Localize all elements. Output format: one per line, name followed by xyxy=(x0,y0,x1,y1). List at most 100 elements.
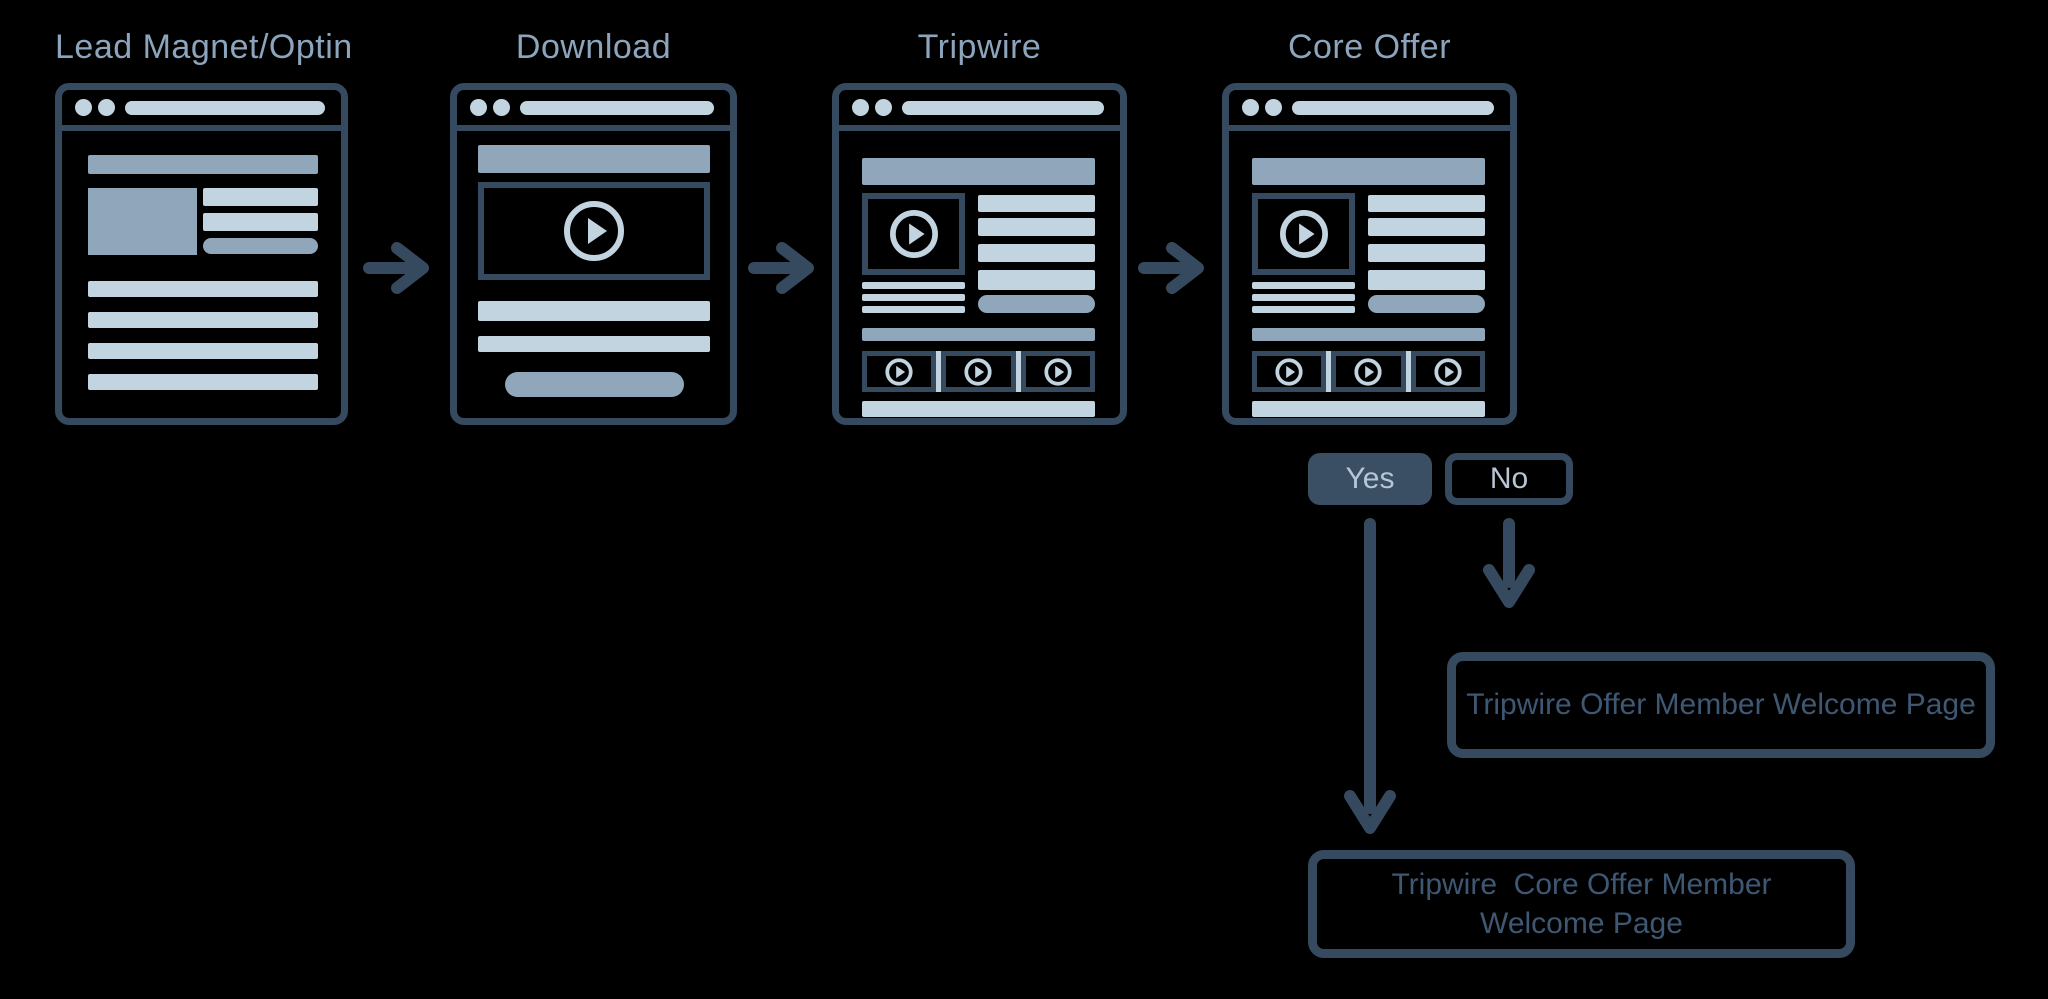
browser-titlebar xyxy=(62,90,341,131)
window-dot xyxy=(98,99,115,116)
section-bar-placeholder xyxy=(862,328,1095,341)
text-line-placeholder xyxy=(1252,401,1485,417)
stage-title-core-offer: Core Offer xyxy=(1287,28,1452,66)
window-dot xyxy=(852,99,869,116)
offer-text-column xyxy=(1368,193,1485,318)
video-column xyxy=(1252,193,1355,318)
text-line-placeholder xyxy=(1368,244,1485,262)
stage-title-lead-magnet-optin: Lead Magnet/Optin xyxy=(55,28,353,66)
text-line-placeholder xyxy=(478,336,710,352)
text-line-placeholder xyxy=(978,270,1095,290)
text-line-placeholder xyxy=(1368,218,1485,236)
play-icon xyxy=(1044,357,1072,386)
play-icon xyxy=(564,201,624,261)
optin-form-column xyxy=(203,188,318,255)
play-icon xyxy=(889,210,938,258)
text-line-placeholder xyxy=(978,244,1095,262)
arrow-down-icon xyxy=(1344,518,1396,834)
browser-window-mockup xyxy=(55,83,348,425)
outcome-label-line2: Welcome Page xyxy=(1480,907,1683,940)
browser-titlebar xyxy=(839,90,1120,131)
video-column xyxy=(862,193,965,318)
window-dot xyxy=(875,99,892,116)
window-dot xyxy=(1265,99,1282,116)
text-line-placeholder xyxy=(1252,282,1355,289)
play-icon xyxy=(1354,357,1383,386)
text-line-placeholder xyxy=(862,306,965,313)
video-thumbnail-strip xyxy=(1252,351,1485,392)
video-thumbnail-placeholder xyxy=(1252,351,1327,392)
text-line-placeholder xyxy=(1368,195,1485,212)
text-line-placeholder xyxy=(1252,294,1355,301)
text-line-placeholder xyxy=(978,195,1095,212)
browser-titlebar xyxy=(1229,90,1510,131)
stage-lead-magnet-optin: Lead Magnet/Optin xyxy=(55,27,353,425)
outcome-box-tripwire-offer: Tripwire Offer Member Welcome Page xyxy=(1447,652,1995,758)
video-thumbnail-placeholder xyxy=(1331,351,1406,392)
core-offer-page-wireframe xyxy=(1229,131,1510,417)
url-bar-placeholder xyxy=(1292,100,1494,115)
no-button: No xyxy=(1445,453,1573,505)
outcome-label-line1: Tripwire Core Offer Member xyxy=(1391,868,1772,901)
section-bar-placeholder xyxy=(1252,328,1485,341)
image-placeholder xyxy=(88,188,197,255)
cta-button-placeholder xyxy=(1368,295,1485,313)
text-line-placeholder xyxy=(862,401,1095,417)
yes-button-label: Yes xyxy=(1345,462,1395,495)
page-header-placeholder xyxy=(1252,158,1485,185)
video-player-placeholder xyxy=(478,182,710,280)
play-icon xyxy=(1279,210,1328,258)
text-line-placeholder xyxy=(88,343,318,359)
video-thumbnail-placeholder xyxy=(862,351,937,392)
play-icon xyxy=(885,357,913,386)
arrow-right-icon xyxy=(1138,242,1204,294)
outcome-box-tripwire-core-offer: Tripwire Core Offer Member Welcome Page xyxy=(1308,850,1855,958)
browser-window-mockup xyxy=(832,83,1127,425)
window-dot xyxy=(1242,99,1259,116)
cta-button-placeholder xyxy=(203,238,318,254)
window-dot xyxy=(75,99,92,116)
stage-core-offer: Core Offer xyxy=(1222,27,1517,425)
no-button-label: No xyxy=(1489,462,1529,495)
optin-page-wireframe xyxy=(62,131,341,390)
text-line-placeholder xyxy=(88,281,318,297)
stage-title-tripwire: Tripwire xyxy=(917,28,1042,66)
yes-button: Yes xyxy=(1308,453,1432,505)
stage-tripwire: Tripwire xyxy=(832,27,1127,425)
text-line-placeholder xyxy=(478,301,710,321)
cta-button-placeholder xyxy=(504,372,684,397)
offer-text-column xyxy=(978,193,1095,318)
url-bar-placeholder xyxy=(902,100,1104,115)
browser-window-mockup xyxy=(450,83,737,425)
video-player-placeholder xyxy=(1252,193,1355,275)
page-header-placeholder xyxy=(478,145,710,173)
browser-titlebar xyxy=(457,90,730,131)
tripwire-page-wireframe xyxy=(839,131,1120,417)
text-line-placeholder xyxy=(88,374,318,390)
text-line-placeholder xyxy=(203,213,318,231)
text-line-placeholder xyxy=(1252,306,1355,313)
text-line-placeholder xyxy=(978,218,1095,236)
play-icon xyxy=(964,357,993,386)
window-dot xyxy=(470,99,487,116)
arrow-right-icon xyxy=(748,242,814,294)
window-dot xyxy=(493,99,510,116)
outcome-label: Tripwire Offer Member Welcome Page xyxy=(1466,688,1976,721)
video-thumbnail-placeholder xyxy=(1020,351,1095,392)
arrow-right-icon xyxy=(363,242,429,294)
cta-button-placeholder xyxy=(978,295,1095,313)
video-thumbnail-placeholder xyxy=(941,351,1016,392)
url-bar-placeholder xyxy=(520,100,714,115)
url-bar-placeholder xyxy=(125,100,325,115)
play-icon xyxy=(1275,357,1303,386)
hero-row xyxy=(1252,193,1485,318)
page-header-placeholder xyxy=(88,155,318,174)
video-thumbnail-placeholder xyxy=(1410,351,1485,392)
play-icon xyxy=(1434,357,1462,386)
text-line-placeholder xyxy=(88,312,318,328)
download-page-wireframe xyxy=(457,131,730,397)
stage-title-download: Download xyxy=(515,28,672,66)
text-line-placeholder xyxy=(203,188,318,206)
page-header-placeholder xyxy=(862,158,1095,185)
